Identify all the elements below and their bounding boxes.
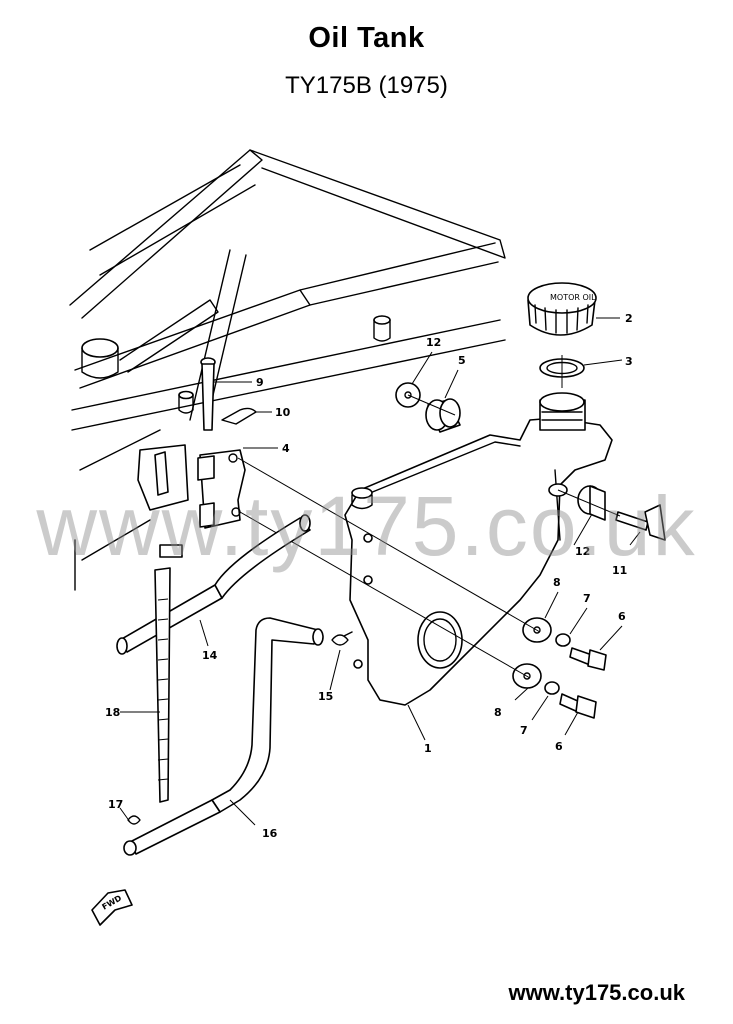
callout-15: 15 xyxy=(318,690,333,703)
frame-bracket xyxy=(137,444,189,558)
bolt-6-lower xyxy=(559,693,597,719)
callout-4: 4 xyxy=(282,442,290,455)
callout-9: 9 xyxy=(256,376,264,389)
footer-url[interactable]: www.ty175.co.uk xyxy=(508,980,685,1005)
callout-17: 17 xyxy=(108,798,123,811)
callout-11: 11 xyxy=(612,564,627,577)
callout-18: 18 xyxy=(105,706,120,719)
leader-lines xyxy=(119,317,641,826)
callout-5: 5 xyxy=(458,354,466,367)
pin xyxy=(200,357,216,431)
callout-2: 2 xyxy=(625,312,633,325)
callout-6-upper: 6 xyxy=(618,610,626,623)
page-subtitle: TY175B (1975) xyxy=(285,72,448,99)
bolt-6-upper xyxy=(569,647,607,671)
callout-1: 1 xyxy=(424,742,432,755)
callout-3: 3 xyxy=(625,355,633,368)
page-title: Oil Tank xyxy=(308,22,425,54)
callout-13: 12 xyxy=(426,336,441,349)
fwd-arrow-icon: FWD xyxy=(91,889,133,926)
cap-text: MOTOR OIL xyxy=(550,293,596,302)
oil-cap: MOTOR OIL xyxy=(527,282,597,336)
callout-12: 12 xyxy=(575,545,590,558)
callout-8-upper: 8 xyxy=(553,576,561,589)
callout-7-lower: 7 xyxy=(520,724,528,737)
oil-tank-body xyxy=(344,392,613,706)
callout-14: 14 xyxy=(202,649,218,662)
callout-10: 10 xyxy=(275,406,291,419)
mounting-bracket xyxy=(197,449,246,529)
callout-16: 16 xyxy=(262,827,278,840)
hose-clip-17 xyxy=(127,815,141,825)
lock-washer-7-lower xyxy=(544,681,560,695)
hose-clip-15 xyxy=(331,631,353,646)
callout-6-lower: 6 xyxy=(555,740,563,753)
callout-7-upper: 7 xyxy=(583,592,591,605)
frame-outline xyxy=(69,149,506,591)
rubber-grommet xyxy=(425,398,461,433)
callout-8-lower: 8 xyxy=(494,706,502,719)
lock-washer-7-upper xyxy=(555,633,571,647)
rubber-strap xyxy=(154,567,171,803)
oil-feed-hose xyxy=(123,617,324,856)
clip xyxy=(221,407,257,425)
collar xyxy=(577,485,606,521)
callout-labels: 2 3 4 5 12 9 10 11 12 8 7 6 8 7 6 14 15 … xyxy=(105,312,633,840)
breather-hose xyxy=(116,514,311,655)
wing-bolt xyxy=(615,504,666,541)
